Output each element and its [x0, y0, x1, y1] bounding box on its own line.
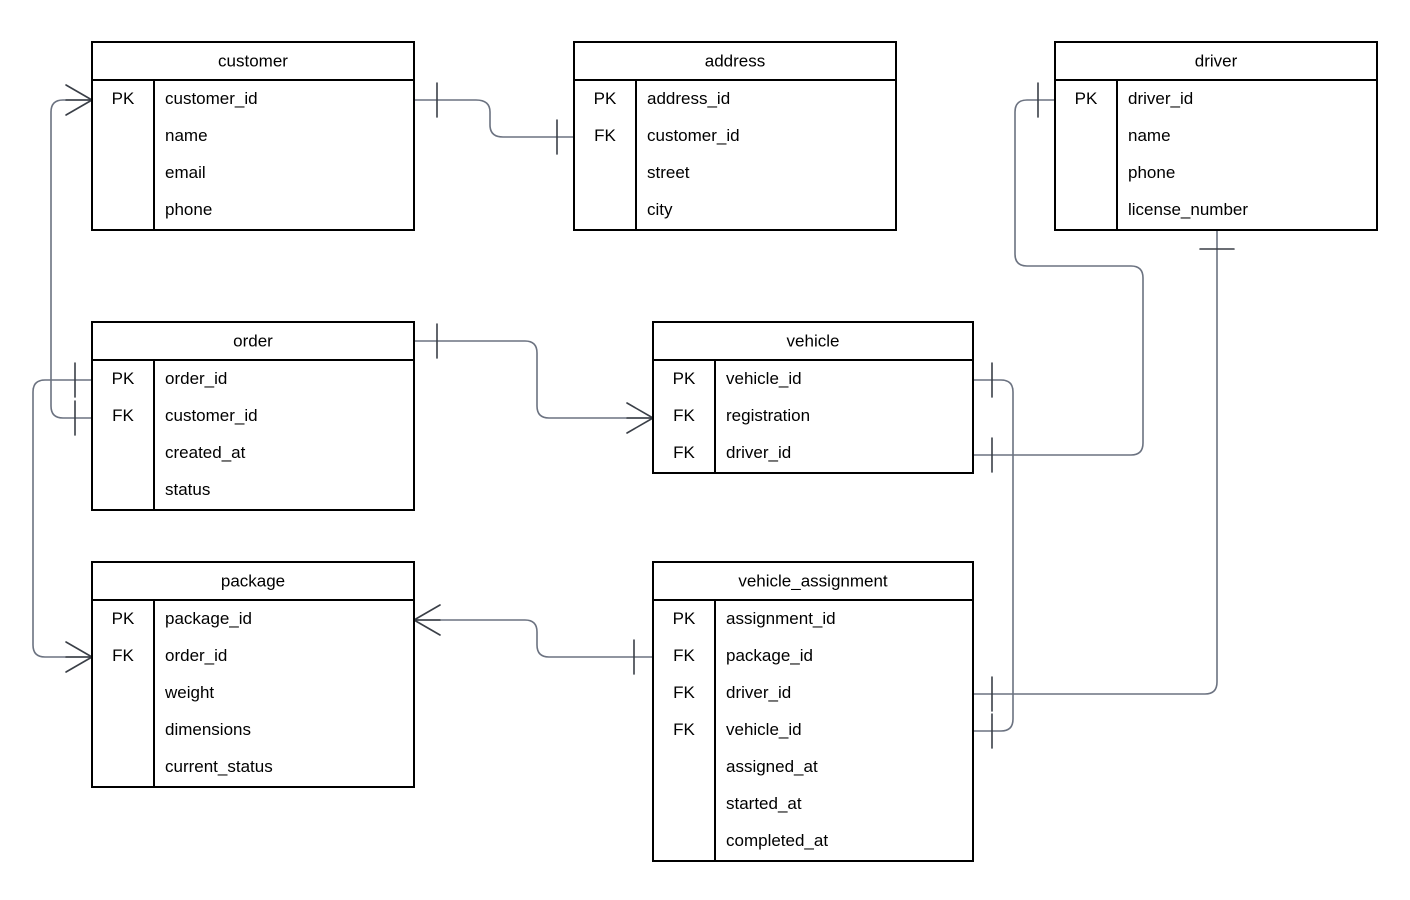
attribute-name-order-created_at: created_at — [165, 443, 246, 462]
attribute-key-vehicle-driver_id: FK — [673, 443, 695, 462]
attribute-name-vehicle_assignment-started_at: started_at — [726, 794, 802, 813]
relationship-package-customer[interactable] — [32, 362, 93, 673]
attribute-key-vehicle_assignment-assignment_id: PK — [673, 609, 696, 628]
attribute-key-vehicle-registration: FK — [673, 406, 695, 425]
entity-title-vehicle: vehicle — [787, 331, 840, 350]
attribute-key-driver-driver_id: PK — [1075, 89, 1098, 108]
attribute-name-package-order_id: order_id — [165, 646, 227, 665]
attribute-name-customer-email: email — [165, 163, 206, 182]
attribute-name-vehicle-registration: registration — [726, 406, 810, 425]
attribute-key-order-customer_id: FK — [112, 406, 134, 425]
cardinality-many-order-vehicle-1 — [626, 402, 654, 434]
attribute-name-package-weight: weight — [164, 683, 214, 702]
attribute-key-vehicle-vehicle_id: PK — [673, 369, 696, 388]
attribute-name-package-package_id: package_id — [165, 609, 252, 628]
attribute-name-vehicle_assignment-vehicle_id: vehicle_id — [726, 720, 802, 739]
relationship-package-vehicle-assignment[interactable] — [413, 604, 654, 675]
attribute-name-driver-driver_id: driver_id — [1128, 89, 1193, 108]
relationship-order-vehicle[interactable] — [413, 323, 654, 434]
attribute-key-customer-customer_id: PK — [112, 89, 135, 108]
entity-title-vehicle_assignment: vehicle_assignment — [738, 571, 888, 590]
entity-box-address[interactable] — [573, 41, 897, 231]
relationship-driver-vehicle-assignment[interactable] — [972, 229, 1235, 712]
relationship-customer-address[interactable] — [413, 82, 575, 155]
relationship-line-vehicle-vehicle-assignment[interactable] — [972, 379, 1014, 732]
attribute-name-vehicle-driver_id: driver_id — [726, 443, 791, 462]
relationship-driver-vehicle[interactable] — [972, 82, 1144, 473]
entity-title-driver: driver — [1195, 51, 1238, 70]
relationship-line-package-vehicle-assignment[interactable] — [413, 619, 654, 658]
attribute-key-vehicle_assignment-package_id: FK — [673, 646, 695, 665]
relationship-line-order-customer[interactable] — [50, 99, 93, 419]
attribute-name-vehicle_assignment-driver_id: driver_id — [726, 683, 791, 702]
attribute-name-vehicle-vehicle_id: vehicle_id — [726, 369, 802, 388]
entity-box-customer[interactable] — [91, 41, 415, 231]
cardinality-many-order-customer-1 — [65, 84, 93, 116]
attribute-key-vehicle_assignment-driver_id: FK — [673, 683, 695, 702]
attribute-name-vehicle_assignment-completed_at: completed_at — [726, 831, 828, 850]
attribute-name-vehicle_assignment-assigned_at: assigned_at — [726, 757, 818, 776]
attribute-name-order-status: status — [165, 480, 210, 499]
entity-title-package: package — [221, 571, 285, 590]
attribute-name-vehicle_assignment-package_id: package_id — [726, 646, 813, 665]
cardinality-many-package-customer-1 — [65, 641, 93, 673]
attribute-name-address-address_id: address_id — [647, 89, 730, 108]
entity-title-customer: customer — [218, 51, 288, 70]
attribute-name-vehicle_assignment-assignment_id: assignment_id — [726, 609, 836, 628]
attribute-key-address-customer_id: FK — [594, 126, 616, 145]
relationship-line-driver-vehicle[interactable] — [972, 99, 1144, 456]
attribute-name-driver-name: name — [1128, 126, 1171, 145]
attribute-name-package-dimensions: dimensions — [165, 720, 251, 739]
attribute-name-address-street: street — [647, 163, 690, 182]
attribute-name-driver-phone: phone — [1128, 163, 1175, 182]
attribute-key-vehicle_assignment-vehicle_id: FK — [673, 720, 695, 739]
relationship-order-customer[interactable] — [50, 84, 93, 436]
attribute-key-package-order_id: FK — [112, 646, 134, 665]
attribute-name-customer-name: name — [165, 126, 208, 145]
cardinality-many-package-vehicle-assignment-0 — [413, 604, 441, 636]
entity-title-order: order — [233, 331, 273, 350]
entity-box-package[interactable] — [91, 561, 415, 788]
attribute-key-order-order_id: PK — [112, 369, 135, 388]
entity-box-vehicle_assignment[interactable] — [652, 561, 974, 862]
relationship-line-driver-vehicle-assignment[interactable] — [972, 229, 1218, 695]
entity-box-order[interactable] — [91, 321, 415, 511]
attribute-name-address-customer_id: customer_id — [647, 126, 740, 145]
attribute-key-address-address_id: PK — [594, 89, 617, 108]
relationship-vehicle-vehicle-assignment[interactable] — [972, 362, 1014, 749]
entity-box-driver[interactable] — [1054, 41, 1378, 231]
attribute-name-driver-license_number: license_number — [1128, 200, 1248, 219]
attribute-key-package-package_id: PK — [112, 609, 135, 628]
entity-title-address: address — [705, 51, 765, 70]
relationship-line-customer-address[interactable] — [413, 99, 575, 138]
attribute-name-package-current_status: current_status — [165, 757, 273, 776]
relationship-line-order-vehicle[interactable] — [413, 340, 654, 419]
attribute-name-order-customer_id: customer_id — [165, 406, 258, 425]
attribute-name-customer-customer_id: customer_id — [165, 89, 258, 108]
entity-box-vehicle[interactable] — [652, 321, 974, 474]
attribute-name-customer-phone: phone — [165, 200, 212, 219]
attribute-name-address-city: city — [647, 200, 673, 219]
relationship-line-package-customer[interactable] — [32, 379, 93, 658]
attribute-name-order-order_id: order_id — [165, 369, 227, 388]
